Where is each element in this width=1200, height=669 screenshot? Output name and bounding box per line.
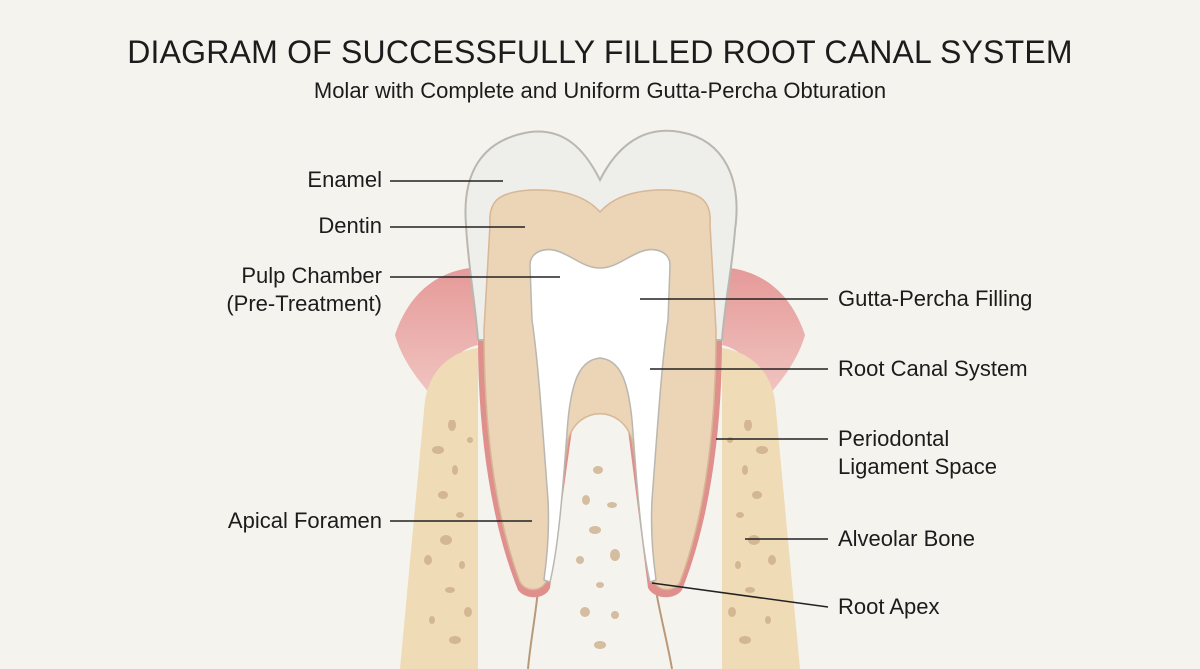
- label-gutta-percha: Gutta-Percha Filling: [838, 286, 1033, 311]
- alveolar-bone: [400, 348, 800, 669]
- label-alveolar-bone: Alveolar Bone: [838, 526, 975, 551]
- label-periodontal-ligament: Periodontal Ligament Space: [838, 425, 997, 481]
- diagram-subtitle: Molar with Complete and Uniform Gutta-Pe…: [313, 78, 887, 103]
- label-periodontal-line2: Ligament Space: [838, 454, 997, 479]
- label-periodontal-line1: Periodontal: [838, 426, 950, 451]
- nerve-strand-left: [527, 589, 539, 669]
- label-apical-foramen: Apical Foramen: [227, 508, 382, 533]
- label-pulp-chamber: Pulp Chamber (Pre-Treatment): [180, 262, 382, 318]
- label-root-canal-system: Root Canal System: [838, 356, 1028, 381]
- label-pulp-chamber-line2: (Pre-Treatment): [226, 291, 382, 316]
- label-pulp-chamber-line1: Pulp Chamber: [241, 263, 382, 288]
- gum-left: [395, 268, 478, 400]
- gutta-percha-filling: [529, 248, 671, 583]
- label-root-apex: Root Apex: [838, 594, 940, 619]
- diagram-title: DIAGRAM OF SUCCESSFULLY FILLED ROOT CANA…: [127, 34, 1073, 70]
- gum-right: [722, 268, 805, 400]
- leader-lines: [390, 180, 829, 608]
- label-enamel: Enamel: [307, 167, 382, 192]
- label-dentin: Dentin: [318, 213, 382, 238]
- nerve-strand-right: [654, 584, 673, 669]
